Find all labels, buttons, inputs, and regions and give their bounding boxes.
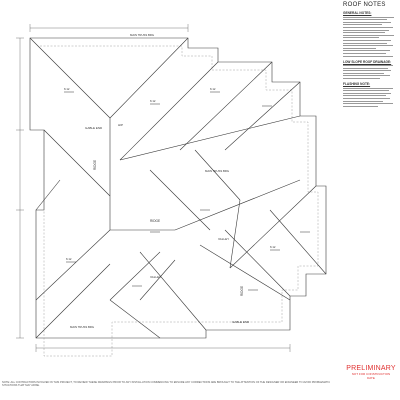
wall-outline [40,45,319,357]
general-notes-text [343,16,398,57]
stamp-sub-text: NOT FOR CONSTRUCTION [351,372,391,376]
ridge-line [199,244,291,301]
ridge-label: RIDGE [240,286,244,296]
slope-label: 6:12 [150,99,156,103]
truss-bearing-label: MAIN TRUSS BRG [70,325,94,329]
hip-line [224,81,301,151]
valley-label: VALLEY [150,275,161,279]
hip-line [224,229,291,297]
flashing-text [343,87,398,107]
hip-line [43,129,111,197]
general-notes-heading: GENERAL NOTES: [343,11,372,15]
ridge-label: RIDGE [150,219,160,223]
stamp-date-text: DATE [367,375,375,380]
gable-end-label: GABLE END [232,320,250,324]
ridge-label: RIDGE [93,160,97,170]
low-slope-text [343,65,398,80]
low-slope-heading: LOW SLOPE ROOF DRAINAGE: [343,59,392,64]
slope-label: 6:12 [64,87,70,91]
hip-line [269,209,327,275]
flashing-heading: FLASHING NOTE: [343,82,371,87]
ridge-line [119,115,301,161]
slope-label: 6:12 [210,87,216,91]
hip-line [109,299,161,339]
hip-line [119,61,219,161]
gable-end-label: GABLE END [85,126,103,130]
hip-line [109,37,189,119]
slope-label: 6:12 [66,257,72,261]
hip-line [229,185,317,269]
hip-line [109,251,161,301]
hip-line [194,149,241,201]
valley-line [139,259,176,301]
hip-line [139,251,207,331]
slope-label: 6:12 [270,245,276,249]
roof-outline [29,37,327,339]
ridge-line [35,179,61,211]
hip-line [179,61,273,151]
stamp-main-text: PRELIMINARY [346,365,396,372]
truss-bearing-label: MAIN TRUSS BRG [130,33,154,37]
roof-notes-panel: ROOF NOTES GENERAL NOTES: LOW SLOPE ROOF… [343,2,398,302]
footer-disclaimer: NOTE: ALL CONTRACTORS INVOLVED IN THIS P… [2,381,331,388]
hip-line [35,263,111,339]
truss-bearing-label: MAIN TRUSS BRG [205,169,229,173]
valley-label: VALLEY [218,237,229,241]
notes-title: ROOF NOTES [343,2,386,8]
ridge-line [174,179,301,231]
hip-label: HIP [118,123,123,127]
hip-line [29,37,111,119]
preliminary-stamp: PRELIMINARY NOT FOR CONSTRUCTION DATE [343,365,399,380]
valley-line [229,199,241,269]
hip-line [35,229,111,301]
